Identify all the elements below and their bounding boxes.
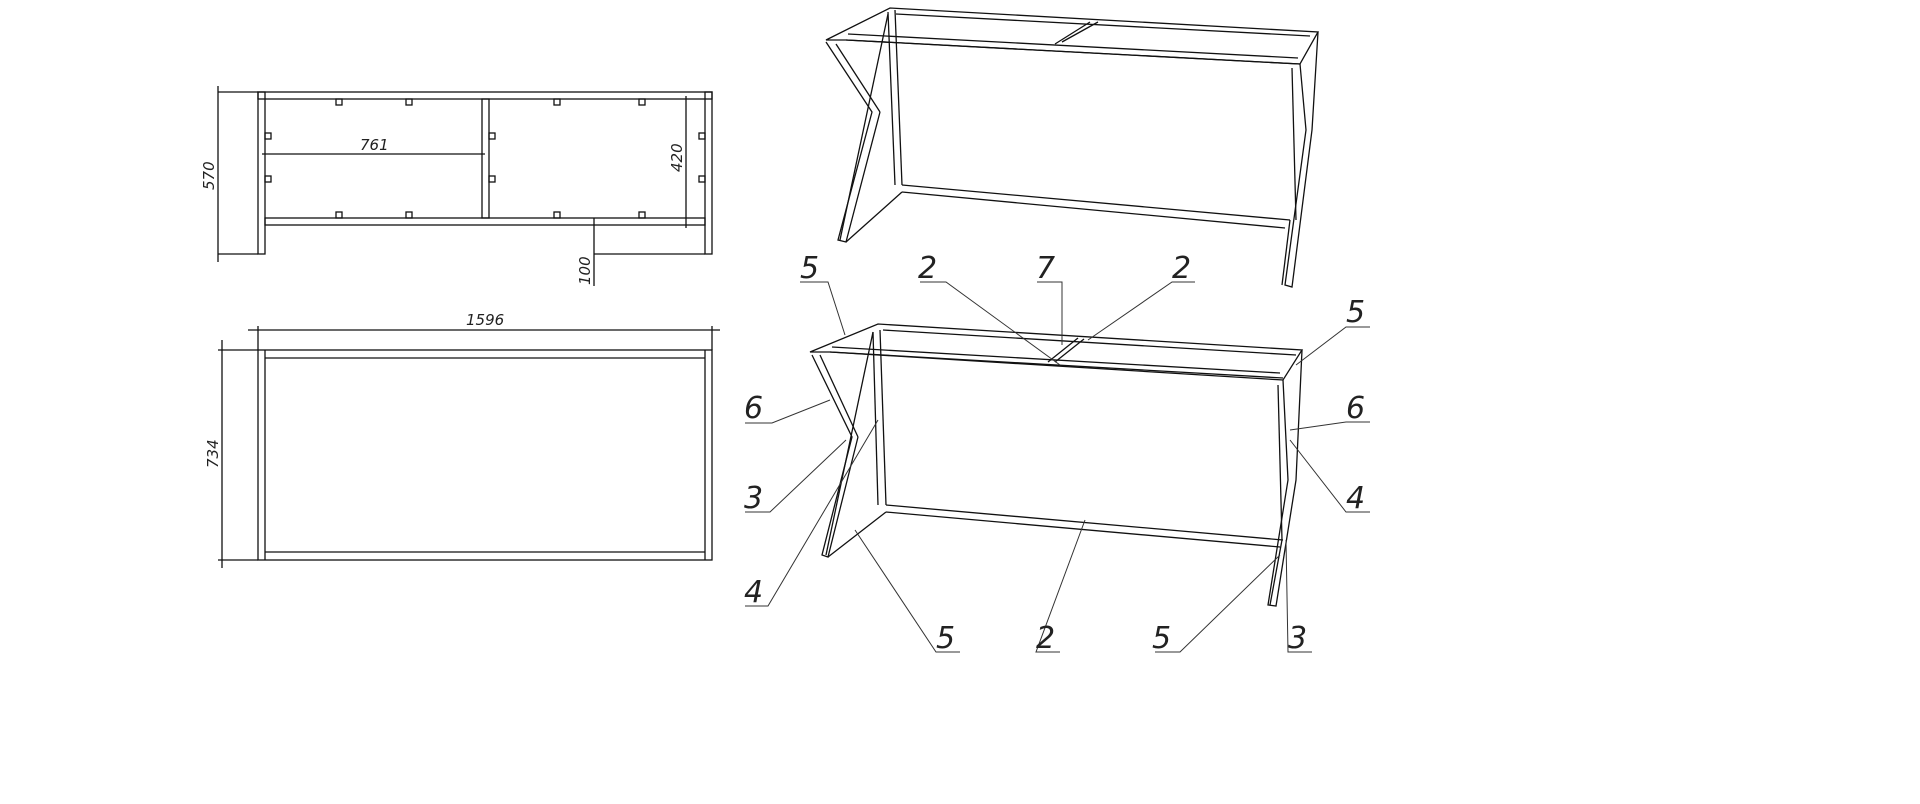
callout-5-right: 5 <box>1346 295 1365 330</box>
dim-100: 100 <box>576 256 594 285</box>
dim-570: 570 <box>200 161 218 190</box>
callout-3-bottom-right: 3 <box>1288 621 1307 656</box>
dim-761: 761 <box>360 136 389 154</box>
mounting-tabs <box>264 98 706 219</box>
callout-7: 7 <box>1036 251 1055 286</box>
callout-2-top-right: 2 <box>1172 251 1191 286</box>
isometric-view-lower <box>809 323 1304 607</box>
callout-5-bottom-left: 5 <box>936 621 955 656</box>
front-view: 1596 734 <box>204 311 720 568</box>
callout-labels: 5 2 7 2 5 6 6 3 4 4 5 2 5 3 <box>744 251 1365 656</box>
callout-3-left: 3 <box>744 481 763 516</box>
callout-6-left: 6 <box>744 391 763 426</box>
callout-leaders <box>745 281 1370 653</box>
callout-2-top: 2 <box>918 251 937 286</box>
callout-5-top-left: 5 <box>800 251 819 286</box>
callout-2-bottom: 2 <box>1036 621 1055 656</box>
isometric-view-upper <box>825 7 1320 288</box>
callout-4-left: 4 <box>744 575 763 610</box>
callout-5-bottom-right: 5 <box>1152 621 1171 656</box>
top-view: 570 761 420 100 <box>200 86 713 286</box>
dim-420: 420 <box>668 143 686 172</box>
callout-4-right: 4 <box>1346 481 1365 516</box>
dim-734: 734 <box>204 439 222 468</box>
dim-1596: 1596 <box>466 311 504 329</box>
callout-6-right: 6 <box>1346 391 1365 426</box>
